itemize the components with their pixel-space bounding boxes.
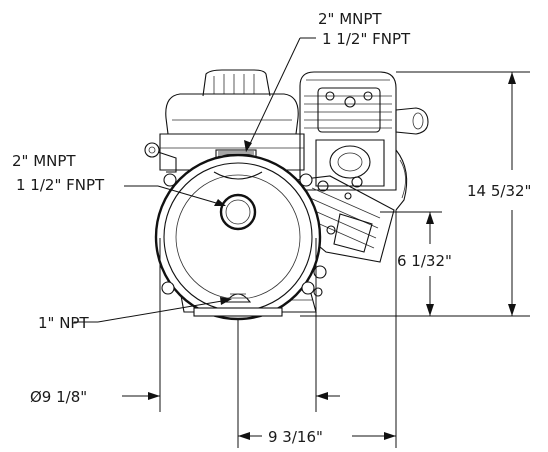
choke-knob [144,142,160,158]
callout-front-line1: 2" MNPT [12,152,76,170]
callout-leaders [74,37,316,323]
dim-overall-width: 9 3/16" [268,428,323,446]
dim-casing-diameter: Ø9 1/8" [30,388,87,406]
callout-top-line2: 1 1/2" FNPT [322,30,411,48]
dim-shaft-height: 6 1/32" [397,252,452,270]
callout-drain-label: 1" NPT [38,314,89,332]
callout-front-line2: 1 1/2" FNPT [16,176,105,194]
dimension-lines [122,71,530,448]
dim-overall-height: 14 5/32" [467,182,531,200]
callout-top-line1: 2" MNPT [318,10,382,28]
throttle-knob [395,107,429,135]
cylinder-head [299,71,397,191]
fuel-cap [202,69,271,97]
fuel-tank [165,93,299,135]
engine-block [159,133,305,171]
pump-casing [154,149,322,321]
